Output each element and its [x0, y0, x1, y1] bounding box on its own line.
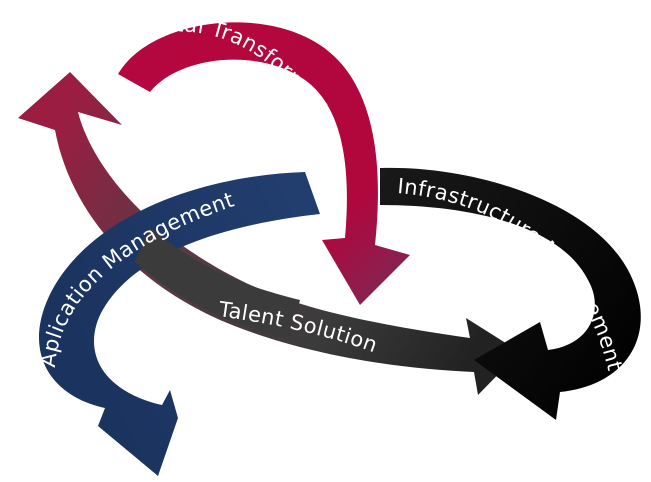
infrastructure-management-arrow: [380, 167, 641, 420]
digital-transformation-arrow: [118, 22, 410, 305]
talent-solution-front-segment: [135, 228, 300, 340]
aplication-management-arrow: [39, 172, 321, 476]
